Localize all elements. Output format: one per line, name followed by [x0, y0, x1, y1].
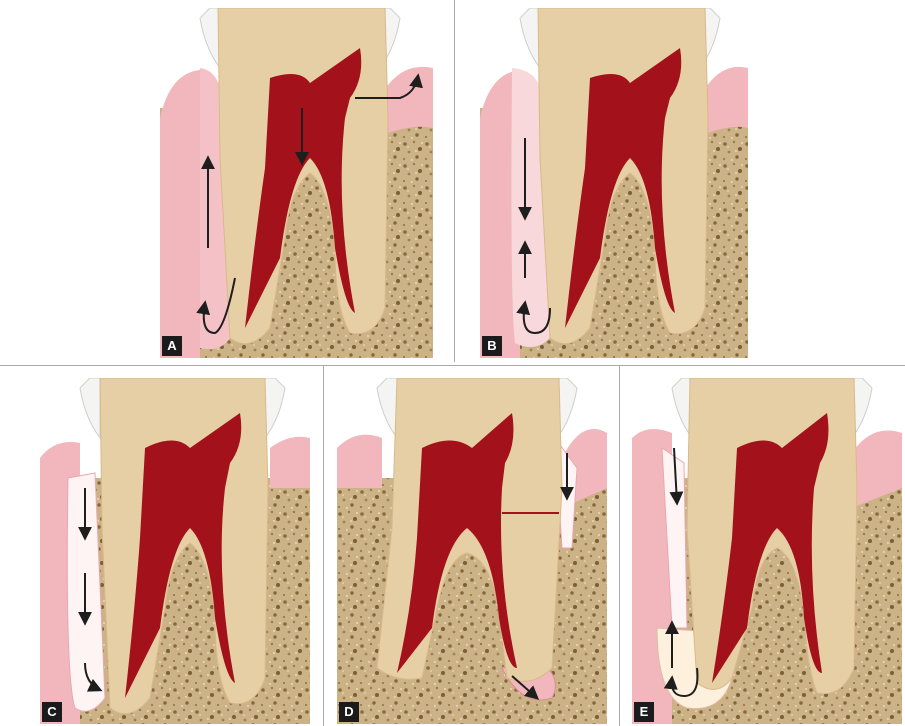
panel-label-c: C [42, 702, 62, 722]
crown-enamel-right [265, 378, 285, 438]
panel-a: A [160, 8, 433, 358]
panel-label-e: E [634, 702, 654, 722]
tooth-diagram-e [632, 378, 902, 724]
panel-label-b: B [482, 336, 502, 356]
panel-e: E [632, 378, 902, 724]
tooth-diagram-a [160, 8, 433, 358]
panel-b: B [480, 8, 748, 358]
crown-enamel [80, 378, 100, 438]
panel-d: D [337, 378, 607, 724]
tooth-diagram-b [480, 8, 748, 358]
divider-vertical-top [454, 0, 455, 362]
divider-vertical-bottom-2 [619, 366, 620, 726]
crown-enamel [377, 378, 397, 438]
divider-vertical-bottom-1 [323, 366, 324, 726]
divider-horizontal [0, 365, 905, 366]
panel-c: C [40, 378, 310, 724]
tooth-diagram-d [337, 378, 607, 724]
panel-label-d: D [339, 702, 359, 722]
tooth-diagram-c [40, 378, 310, 724]
crown-enamel [200, 8, 220, 68]
panel-label-a: A [162, 336, 182, 356]
crown-enamel [520, 8, 540, 68]
